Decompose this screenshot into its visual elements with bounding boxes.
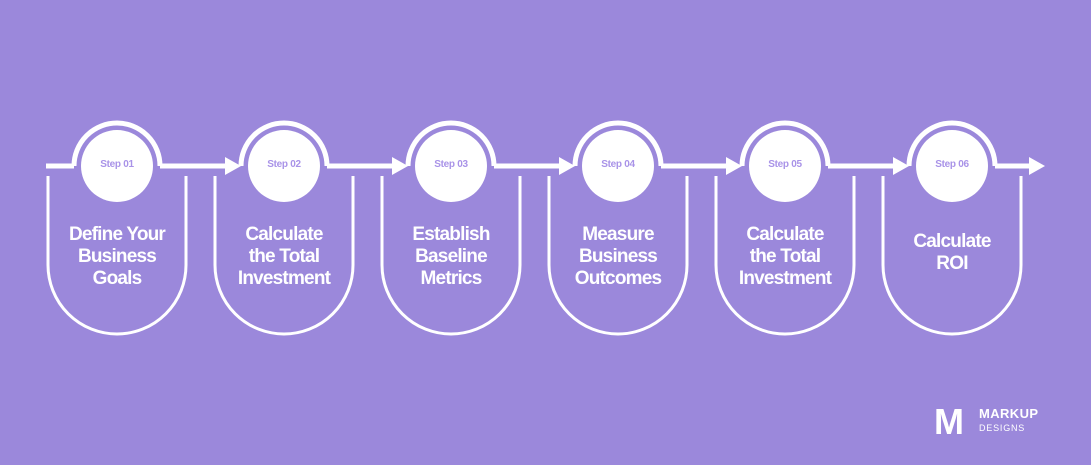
arrow-2-icon [392, 157, 408, 175]
step-2-outline [213, 176, 355, 336]
step-3-label: Step 03 [434, 159, 468, 170]
brand-name: MARKUP [979, 406, 1039, 421]
step-6-label: Step 06 [935, 159, 969, 170]
step-1-badge [81, 130, 153, 202]
step-3-badge [415, 130, 487, 202]
arrow-3-icon [559, 157, 575, 175]
brand-mark-letter: M [934, 403, 964, 439]
step-6-outline [881, 176, 1023, 336]
step-2-badge [248, 130, 320, 202]
step-6-title: Calculate ROI [913, 231, 991, 274]
step-5-badge [749, 130, 821, 202]
step-2-ring [238, 120, 330, 167]
step-3-title: Establish Baseline Metrics [412, 224, 490, 289]
arrow-1-icon [225, 157, 241, 175]
step-4-badge [582, 130, 654, 202]
step-6-badge [916, 130, 988, 202]
step-1-title: Define Your Business Goals [68, 224, 166, 289]
step-4-ring [572, 120, 664, 167]
step-6-ring [906, 120, 998, 167]
step-5-outline [714, 176, 856, 336]
step-5-ring [739, 120, 831, 167]
step-4-label: Step 04 [601, 159, 635, 170]
arrow-6-icon [1029, 157, 1045, 175]
step-3-ring [405, 120, 497, 167]
step-4-title: Measure Business Outcomes [574, 224, 662, 289]
step-2-title: Calculate the Total Investment [237, 224, 331, 289]
step-4-outline [547, 176, 689, 336]
step-1-outline [46, 176, 188, 336]
step-5-title: Calculate the Total Investment [738, 224, 832, 289]
step-1-label: Step 01 [100, 159, 134, 170]
step-5-label: Step 05 [768, 159, 802, 170]
step-1-ring [71, 120, 163, 167]
brand-subtitle: DESIGNS [979, 423, 1026, 433]
step-2-label: Step 02 [267, 159, 301, 170]
step-3-outline [380, 176, 522, 336]
brand-logo: M MARKUP DESIGNS [934, 403, 1044, 439]
arrow-5-icon [893, 157, 909, 175]
arrow-4-icon [726, 157, 742, 175]
markup-logo-icon: M [934, 403, 964, 439]
